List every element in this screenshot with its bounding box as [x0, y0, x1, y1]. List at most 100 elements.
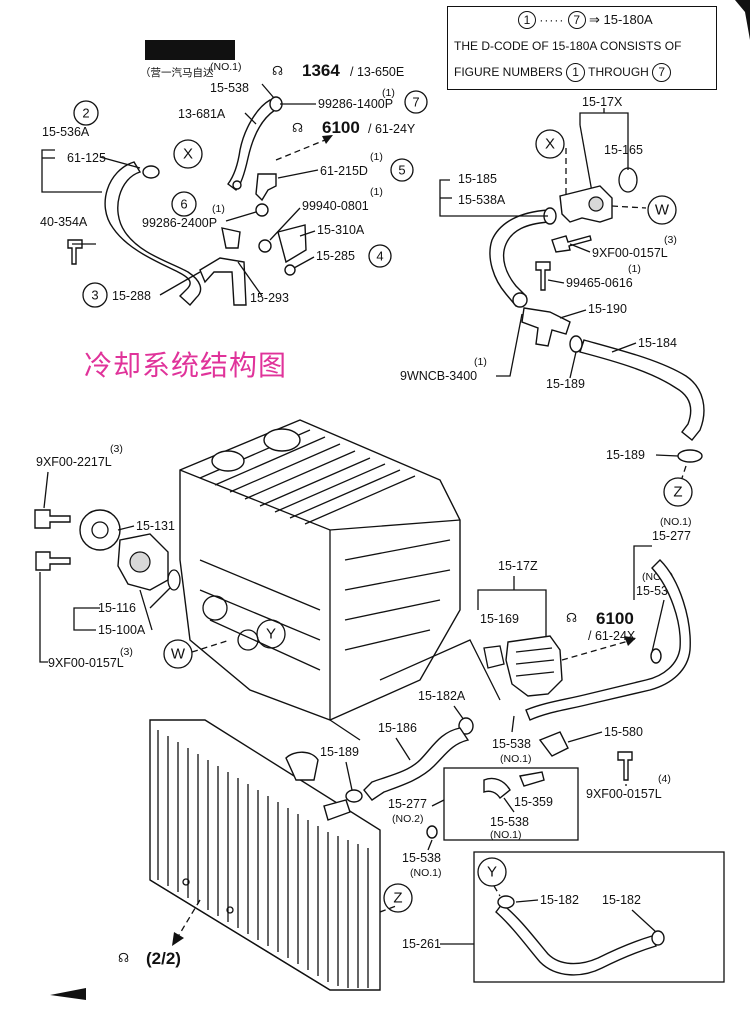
circle-5	[390, 158, 414, 182]
circle-6	[171, 191, 197, 217]
thermostat-port	[588, 196, 604, 212]
label-15-184: 15-184	[638, 336, 677, 350]
label-61-125: 61-125	[67, 151, 106, 165]
clamp-15-285	[284, 264, 296, 276]
leader-15-580	[567, 731, 603, 743]
hose-15-186	[363, 727, 470, 801]
ref-6100-b: 6100	[596, 609, 634, 628]
leader-9wncb-3400	[496, 313, 523, 377]
dash-z-top	[681, 465, 687, 479]
ref-ring-icon-1: ☊	[272, 64, 283, 78]
label-9xf00-0157l-c-qty: (4)	[658, 773, 671, 785]
label-61-215d: 61-215D	[320, 164, 368, 178]
ref-6100-a: 6100	[322, 118, 360, 137]
bracket-15-310a	[277, 224, 307, 264]
intake-runners	[344, 539, 451, 651]
circle-3	[82, 282, 108, 308]
label-15-538-mid-no: (NO.1)	[500, 753, 532, 765]
bolt-9xf00-0157l-b	[35, 551, 71, 571]
legend-text-e: THROUGH	[588, 65, 649, 79]
bracket-15-536a	[41, 149, 102, 193]
label-15-116: 15-116	[98, 601, 136, 615]
leader-15-189-c	[345, 761, 353, 791]
ref-1364: 1364	[302, 61, 340, 80]
legend-line-2: THE D-CODE OF 15-180A CONSISTS OF	[454, 39, 681, 53]
label-15-538-mid: 15-538	[492, 737, 531, 751]
hose-15-185	[489, 209, 549, 308]
leader-15-288	[159, 271, 201, 296]
circle-y-engine-text: Y	[266, 626, 276, 643]
label-15-182a: 15-182A	[418, 689, 466, 703]
leader-15-538-mid	[511, 715, 515, 733]
radiator-core	[149, 719, 381, 991]
bracket-15-17x	[579, 112, 629, 125]
engine-block	[179, 419, 501, 741]
label-15-538a: 15-538A	[458, 193, 506, 207]
corner-mark-top-right	[735, 0, 750, 40]
radiator-mount-a	[182, 878, 190, 886]
arrow-radiator	[172, 932, 184, 946]
label-99286-2400p: 99286-2400P	[142, 216, 217, 230]
leader-15-184	[611, 342, 637, 353]
ref-2-2: (2/2)	[146, 949, 181, 968]
label-15-261: 15-261	[402, 937, 441, 951]
circle-w-right	[647, 195, 677, 225]
leader-15-189-b	[655, 454, 679, 457]
circle-y-box	[477, 857, 507, 887]
circle-7-text: 7	[412, 95, 419, 110]
legend-text-c: CONSISTS OF	[596, 39, 682, 53]
leader-9xf00-0157l-a	[569, 243, 591, 253]
ref-61-24x: / 61-24X	[588, 629, 636, 643]
dash-w-right	[611, 205, 647, 209]
label-9xf00-0157l-a: 9XF00-0157L	[592, 246, 668, 260]
radiator-bottom-edge	[149, 879, 331, 991]
ref-61-24y: / 61-24Y	[368, 122, 416, 136]
leader-15-131	[117, 525, 135, 531]
leader-15-538-top	[261, 83, 275, 99]
leader-15-182-a	[515, 899, 539, 903]
hose-61-125	[104, 161, 202, 307]
clamp-99286-2400p	[255, 203, 269, 217]
leader-9xf00-0157l-b	[39, 572, 48, 663]
leader-15-182-b	[631, 909, 657, 933]
legend-text-a: THE D-CODE OF	[454, 39, 552, 53]
pipe-15-293	[199, 257, 247, 306]
circle-x-top	[173, 139, 203, 169]
dash-w-engine	[191, 639, 231, 653]
circle-z-top-text: Z	[673, 484, 682, 501]
circle-7	[404, 90, 428, 114]
ref-ring-icon-2: ☊	[292, 121, 303, 135]
gasket-15-165	[618, 167, 638, 193]
label-13-681a: 13-681A	[178, 107, 226, 121]
dash-6100-b	[561, 639, 633, 661]
block-lines	[199, 559, 321, 671]
leader-99286-2400p	[225, 211, 257, 222]
pipe-15-190	[521, 307, 571, 347]
ref-ring-icon-4: ☊	[118, 951, 129, 965]
label-15-165: 15-165	[604, 143, 643, 157]
label-15-277-b-no: (NO.2)	[392, 813, 424, 825]
circle-5-text: 5	[398, 163, 405, 178]
bolt-9xf00-2217l	[34, 509, 71, 529]
leader-15-182a	[453, 705, 465, 721]
dash-to-6100	[275, 137, 331, 161]
label-15-131: 15-131	[136, 519, 175, 533]
label-9wncb-3400-qty: (1)	[474, 356, 487, 368]
label-15-359: 15-359	[514, 795, 553, 809]
radiator-inlet	[323, 799, 351, 821]
pulley-hub	[91, 521, 109, 539]
leader-15-17x-a	[579, 124, 593, 193]
bracket-15-17z	[477, 589, 547, 640]
bolt-99465-0616	[535, 261, 551, 291]
legend-range-from: 1	[518, 11, 536, 29]
label-15-100a: 15-100A	[98, 623, 146, 637]
inset-box-15-359	[443, 767, 579, 841]
label-no1-top: (NO.1)	[210, 61, 242, 73]
bolt-40-354a	[67, 239, 83, 265]
circle-2	[73, 100, 99, 126]
outlet-fins	[515, 647, 555, 677]
radiator-mount-b	[226, 906, 234, 914]
label-15-17x: 15-17X	[582, 95, 623, 109]
